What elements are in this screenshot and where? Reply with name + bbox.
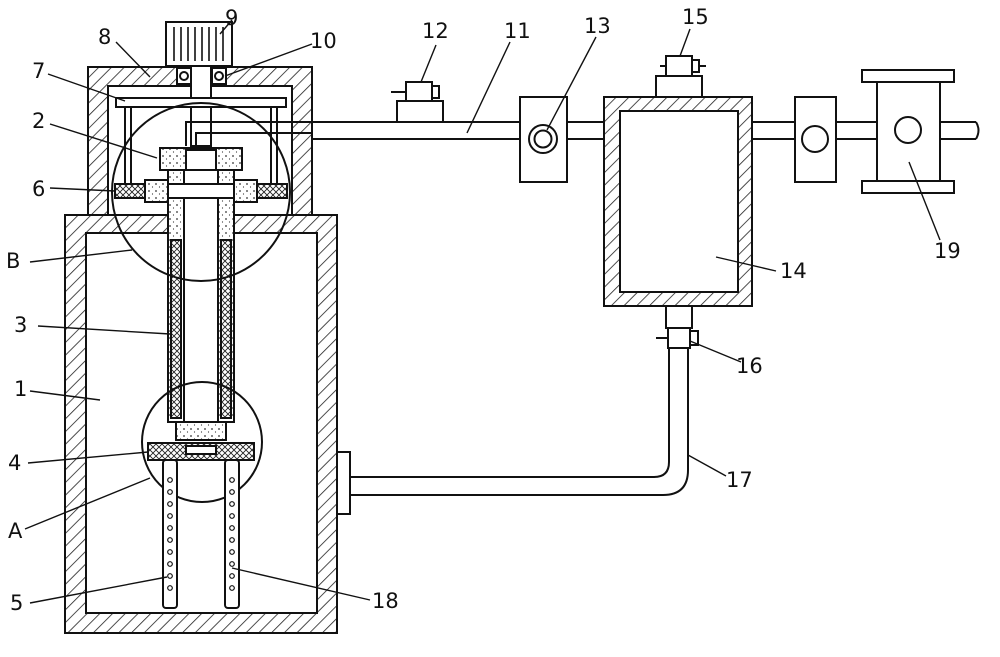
flow-meter-right <box>794 96 837 183</box>
label-14: 14 <box>780 259 807 283</box>
label-16: 16 <box>736 354 763 378</box>
detail-circle-a <box>141 381 263 503</box>
label-12: 12 <box>422 19 449 43</box>
perforated-tubes <box>162 459 240 609</box>
reference-labels: 8 9 10 7 2 6 B 3 1 4 A 5 18 12 11 13 15 … <box>6 5 961 615</box>
flow-meter-13 <box>519 96 568 183</box>
motor-housing <box>87 66 313 216</box>
device-19 <box>861 69 955 194</box>
label-18: 18 <box>372 589 399 613</box>
disc-assembly <box>147 421 255 461</box>
motor <box>165 21 233 67</box>
label-5: 5 <box>10 591 23 615</box>
collar <box>114 179 288 203</box>
label-2: 2 <box>32 109 45 133</box>
label-7: 7 <box>32 59 45 83</box>
bearings <box>176 67 227 85</box>
label-9: 9 <box>225 6 238 30</box>
detail-circle-b <box>111 102 291 282</box>
label-11: 11 <box>504 19 531 43</box>
valve-12 <box>391 81 444 123</box>
label-15: 15 <box>682 5 709 29</box>
label-4: 4 <box>8 451 21 475</box>
housing-outlet <box>185 121 312 146</box>
label-6: 6 <box>32 177 45 201</box>
label-b: B <box>6 249 20 273</box>
label-17: 17 <box>726 468 753 492</box>
outlet-pipe <box>752 121 980 140</box>
label-8: 8 <box>98 25 111 49</box>
label-10: 10 <box>310 29 337 53</box>
label-19: 19 <box>934 239 961 263</box>
return-pipe-17 <box>336 348 689 515</box>
label-3: 3 <box>14 313 27 337</box>
label-13: 13 <box>584 14 611 38</box>
label-1: 1 <box>14 377 27 401</box>
tank-14 <box>603 96 753 307</box>
label-a: A <box>8 519 23 543</box>
valve-16 <box>656 305 699 349</box>
valve-15 <box>655 55 706 98</box>
leader-lines <box>24 19 941 604</box>
